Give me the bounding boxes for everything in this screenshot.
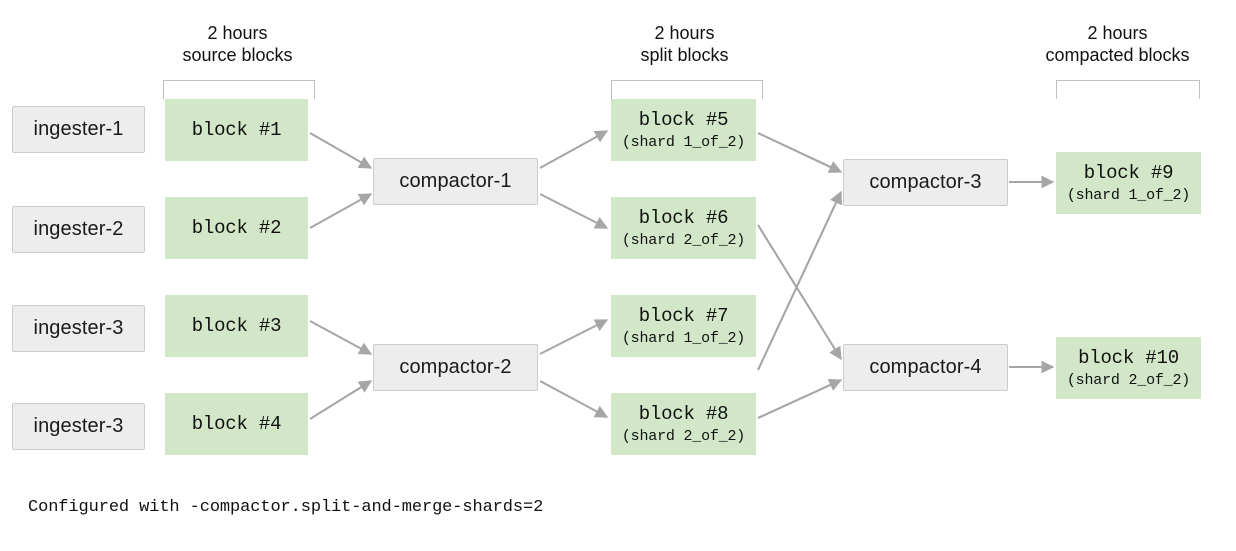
split-block-5-shard: (shard 1_of_2) bbox=[621, 133, 746, 151]
ingester-node-3[interactable]: ingester-3 bbox=[12, 305, 145, 352]
edge-block7-compactor3 bbox=[757, 190, 842, 371]
split-block-7[interactable]: block #7 (shard 1_of_2) bbox=[611, 295, 756, 357]
edge-block8-compactor4 bbox=[757, 378, 843, 419]
split-block-8[interactable]: block #8 (shard 2_of_2) bbox=[611, 393, 756, 455]
group-header-compacted: 2 hours compacted blocks bbox=[1035, 22, 1200, 66]
group-header-compacted-line2: compacted blocks bbox=[1045, 45, 1190, 65]
edge-compactor1-block5 bbox=[539, 130, 609, 169]
ingester-label-1: ingester-1 bbox=[33, 118, 124, 140]
compacted-block-10-shard: (shard 2_of_2) bbox=[1066, 371, 1191, 389]
edge-compactor2-block8 bbox=[539, 380, 609, 418]
ingester-label-2: ingester-2 bbox=[33, 218, 124, 240]
edge-block3-compactor2 bbox=[309, 320, 373, 355]
group-header-source-line1: 2 hours bbox=[207, 23, 268, 43]
group-header-split: 2 hours split blocks bbox=[612, 22, 757, 66]
split-block-6-title: block #6 bbox=[638, 206, 729, 229]
split-block-6[interactable]: block #6 (shard 2_of_2) bbox=[611, 197, 756, 259]
compacted-block-9-title: block #9 bbox=[1083, 161, 1174, 184]
group-header-split-line1: 2 hours bbox=[654, 23, 715, 43]
edge-block5-compactor3 bbox=[757, 132, 843, 173]
edge-compactor2-block7 bbox=[539, 319, 609, 355]
source-block-1-title: block #1 bbox=[191, 119, 282, 141]
split-block-5[interactable]: block #5 (shard 1_of_2) bbox=[611, 99, 756, 161]
split-block-7-title: block #7 bbox=[638, 304, 729, 327]
bracket-split bbox=[611, 80, 763, 99]
edge-block6-compactor4 bbox=[757, 224, 842, 361]
compacted-block-9[interactable]: block #9 (shard 1_of_2) bbox=[1056, 152, 1201, 214]
compacted-block-10[interactable]: block #10 (shard 2_of_2) bbox=[1056, 337, 1201, 399]
source-block-3[interactable]: block #3 bbox=[165, 295, 308, 357]
compactor-node-1[interactable]: compactor-1 bbox=[373, 158, 538, 205]
edge-block2-compactor1 bbox=[309, 193, 373, 229]
source-block-4[interactable]: block #4 bbox=[165, 393, 308, 455]
diagram-caption: Configured with -compactor.split-and-mer… bbox=[28, 498, 544, 517]
source-block-4-title: block #4 bbox=[191, 413, 282, 435]
compactor-label-2: compactor-2 bbox=[399, 356, 512, 378]
group-header-split-line2: split blocks bbox=[640, 45, 729, 65]
compactor-node-2[interactable]: compactor-2 bbox=[373, 344, 538, 391]
ingester-node-4[interactable]: ingester-3 bbox=[12, 403, 145, 450]
edge-compactor1-block6 bbox=[539, 193, 609, 229]
ingester-label-4: ingester-3 bbox=[33, 415, 124, 437]
compacted-block-10-title: block #10 bbox=[1078, 346, 1179, 369]
split-block-5-title: block #5 bbox=[638, 108, 729, 131]
compactor-label-3: compactor-3 bbox=[869, 171, 982, 193]
group-header-source-line2: source blocks bbox=[182, 45, 293, 65]
compactor-node-3[interactable]: compactor-3 bbox=[843, 159, 1008, 206]
split-block-6-shard: (shard 2_of_2) bbox=[621, 231, 746, 249]
compactor-node-4[interactable]: compactor-4 bbox=[843, 344, 1008, 391]
split-block-7-shard: (shard 1_of_2) bbox=[621, 329, 746, 347]
compacted-block-9-shard: (shard 1_of_2) bbox=[1066, 186, 1191, 204]
group-header-source: 2 hours source blocks bbox=[165, 22, 310, 66]
bracket-source bbox=[163, 80, 315, 99]
split-block-8-title: block #8 bbox=[638, 402, 729, 425]
ingester-node-1[interactable]: ingester-1 bbox=[12, 106, 145, 153]
bracket-compacted bbox=[1056, 80, 1200, 99]
edge-block1-compactor1 bbox=[309, 132, 373, 169]
split-block-8-shard: (shard 2_of_2) bbox=[621, 427, 746, 445]
group-header-compacted-line1: 2 hours bbox=[1087, 23, 1148, 43]
compactor-label-1: compactor-1 bbox=[399, 170, 512, 192]
compactor-label-4: compactor-4 bbox=[869, 356, 982, 378]
ingester-label-3: ingester-3 bbox=[33, 317, 124, 339]
ingester-node-2[interactable]: ingester-2 bbox=[12, 206, 145, 253]
source-block-3-title: block #3 bbox=[191, 315, 282, 337]
source-block-2[interactable]: block #2 bbox=[165, 197, 308, 259]
source-block-1[interactable]: block #1 bbox=[165, 99, 308, 161]
edge-block4-compactor2 bbox=[309, 380, 373, 420]
source-block-2-title: block #2 bbox=[191, 217, 282, 239]
